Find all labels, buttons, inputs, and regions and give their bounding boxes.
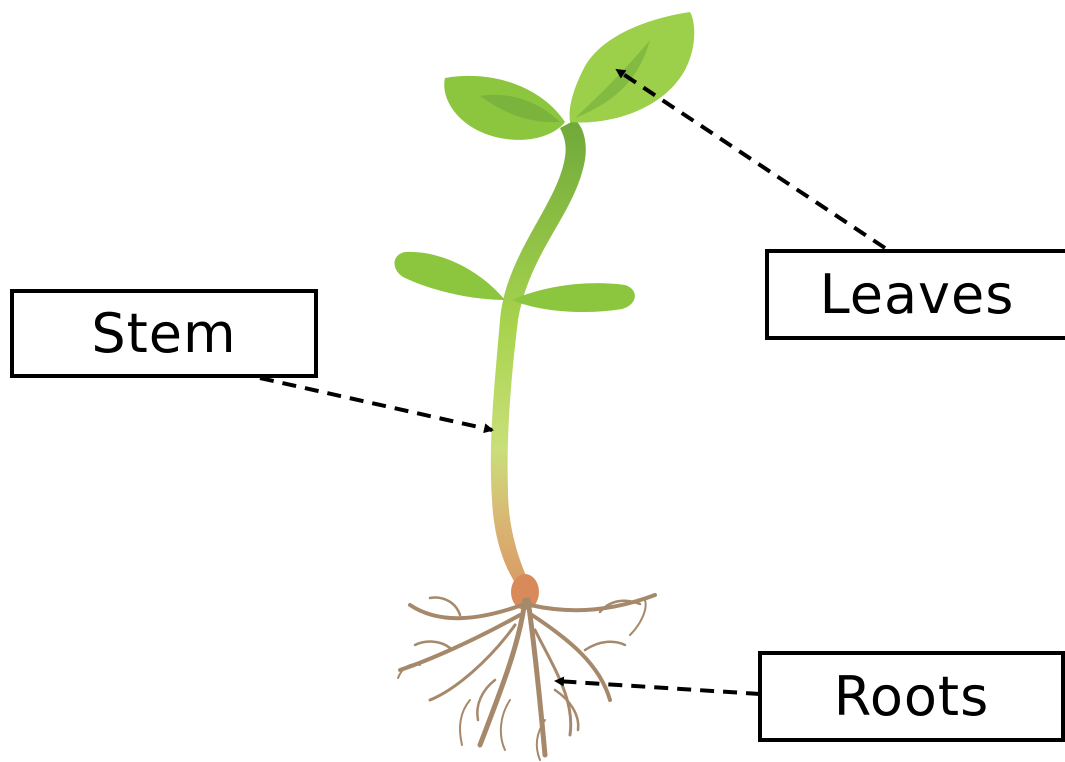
stem: [491, 120, 586, 590]
leaf-middle-left: [394, 252, 505, 300]
leaves-label-box: Leaves: [765, 249, 1065, 340]
roots-label: Roots: [834, 665, 989, 728]
stem-label: Stem: [91, 302, 236, 365]
roots-arrow: [556, 681, 760, 694]
seedling-illustration: [394, 12, 694, 760]
stem-label-box: Stem: [10, 289, 318, 378]
stem-arrow: [260, 378, 492, 430]
leaf-middle-right: [512, 283, 635, 312]
roots: [398, 595, 655, 760]
roots-label-box: Roots: [758, 651, 1065, 742]
leaves-label: Leaves: [820, 263, 1015, 326]
